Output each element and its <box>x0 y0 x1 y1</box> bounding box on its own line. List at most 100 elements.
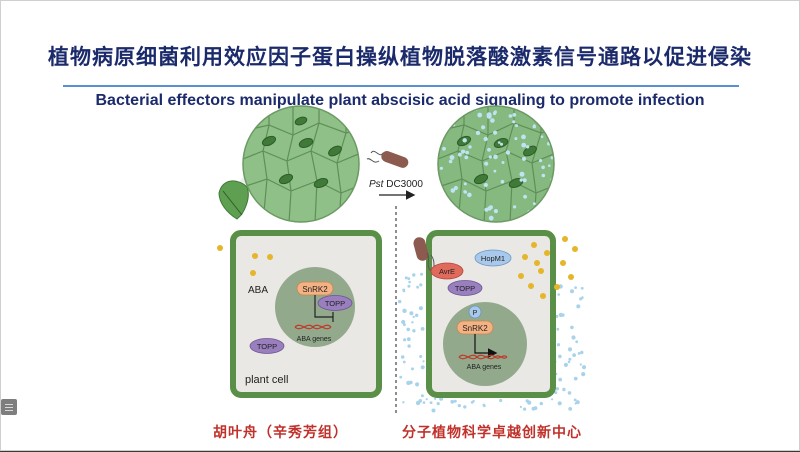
water-dot <box>411 321 414 324</box>
slide-title-chinese: 植物病原细菌利用效应因子蛋白操纵植物脱落酸激素信号通路以促进侵染 <box>48 44 752 69</box>
infection-water-dot <box>449 208 455 213</box>
water-dot <box>562 387 566 392</box>
water-dot <box>419 283 423 287</box>
water-dot <box>412 315 415 319</box>
pathogen-label-italic: Pst <box>369 179 385 190</box>
infection-water-dot <box>463 182 467 186</box>
infection-water-dot <box>467 192 472 198</box>
infection-water-dot <box>500 179 505 184</box>
infection-water-dot <box>539 159 543 163</box>
infection-water-dot <box>545 197 550 201</box>
left-dna-helix <box>294 324 332 330</box>
infection-water-dot <box>486 112 492 118</box>
infection-water-dot <box>439 166 443 170</box>
infection-water-dot <box>446 112 450 116</box>
water-dot <box>420 327 425 331</box>
water-dot <box>463 405 467 409</box>
infection-water-dot <box>548 164 551 167</box>
left-topp-cytoplasm-label: TOPP <box>257 342 277 351</box>
water-dot <box>581 372 586 377</box>
water-dot <box>420 365 425 370</box>
activation-arrow <box>474 334 498 358</box>
infection-water-dot <box>438 191 441 196</box>
infection-water-dot <box>487 147 491 152</box>
infection-water-dot <box>462 149 466 153</box>
water-dot <box>450 399 455 404</box>
infection-water-dot <box>487 206 492 211</box>
infection-water-dot <box>483 136 488 142</box>
infection-water-dot <box>519 178 523 182</box>
left-topp-cytoplasm-protein <box>249 338 285 354</box>
infection-water-dot <box>492 111 497 116</box>
infection-water-dot <box>521 134 526 140</box>
infection-water-dot <box>514 137 518 141</box>
water-dot <box>408 280 411 284</box>
infection-water-dot <box>463 190 467 194</box>
water-dot <box>402 401 405 404</box>
water-dot <box>430 401 433 405</box>
water-dot <box>556 343 561 347</box>
water-dot <box>420 394 424 398</box>
infection-water-dot <box>505 150 511 155</box>
infection-water-dot <box>488 155 492 159</box>
water-dot <box>399 375 403 379</box>
right-topp-label: TOPP <box>455 284 475 293</box>
infection-water-dot <box>548 211 553 216</box>
water-dot <box>570 289 574 294</box>
infection-water-dot <box>497 141 501 144</box>
infected-leaf-zoom-circle <box>437 105 555 223</box>
phosphate-label: P <box>473 310 478 317</box>
infection-water-dot <box>449 155 455 160</box>
water-dot <box>557 401 562 406</box>
footer-institution: 分子植物科学卓越创新中心 <box>402 425 582 441</box>
water-dot <box>425 398 428 401</box>
right-dna-helix <box>458 354 508 360</box>
water-dot <box>407 344 411 348</box>
infection-water-dot <box>525 145 530 149</box>
water-dot <box>573 376 578 381</box>
infection-water-dot <box>493 209 498 214</box>
inhibition-line <box>314 295 334 322</box>
water-dot <box>558 312 564 317</box>
water-dot <box>558 354 562 359</box>
water-dot <box>575 340 579 344</box>
infection-water-dot <box>541 165 545 170</box>
water-dot <box>412 273 416 277</box>
water-dot <box>574 286 577 289</box>
water-dot <box>431 408 436 413</box>
infection-water-dot <box>493 169 497 173</box>
infection-water-dot <box>539 214 543 218</box>
avre-label: AvrE <box>439 267 455 276</box>
infection-water-dot <box>483 182 488 188</box>
left-aba-label: ABA <box>248 285 268 296</box>
infection-water-dot <box>475 130 481 136</box>
left-aba-genes-label: ABA genes <box>297 336 332 343</box>
slide-menu-button[interactable] <box>1 399 17 415</box>
infection-water-dot <box>522 156 526 161</box>
phosphate-marker <box>468 305 482 319</box>
hopm1-label: HopM1 <box>481 254 505 263</box>
water-dot <box>519 405 523 408</box>
water-dot <box>567 347 573 352</box>
water-dot <box>554 391 558 395</box>
water-dot <box>415 313 419 317</box>
infection-water-dot <box>441 212 447 218</box>
water-dot <box>482 404 486 408</box>
left-topp-nucleus-label: TOPP <box>325 299 345 308</box>
infection-water-dot <box>462 138 467 143</box>
infection-water-dot <box>493 154 498 160</box>
footer-author: 胡叶舟（辛秀芳组） <box>213 425 348 441</box>
water-dot <box>422 401 426 404</box>
water-dot <box>533 406 538 410</box>
infection-water-dot <box>450 188 456 193</box>
water-dot <box>523 407 527 411</box>
infection-water-dot <box>484 161 489 166</box>
hopm1-effector <box>474 249 512 267</box>
infection-water-dot <box>484 207 489 212</box>
infection-water-dot <box>457 152 462 157</box>
infection-water-dot <box>488 215 494 221</box>
water-dot <box>572 353 576 357</box>
infection-water-dot <box>532 202 536 206</box>
plant-cell-label: plant cell <box>245 374 288 386</box>
water-dot <box>402 360 406 364</box>
